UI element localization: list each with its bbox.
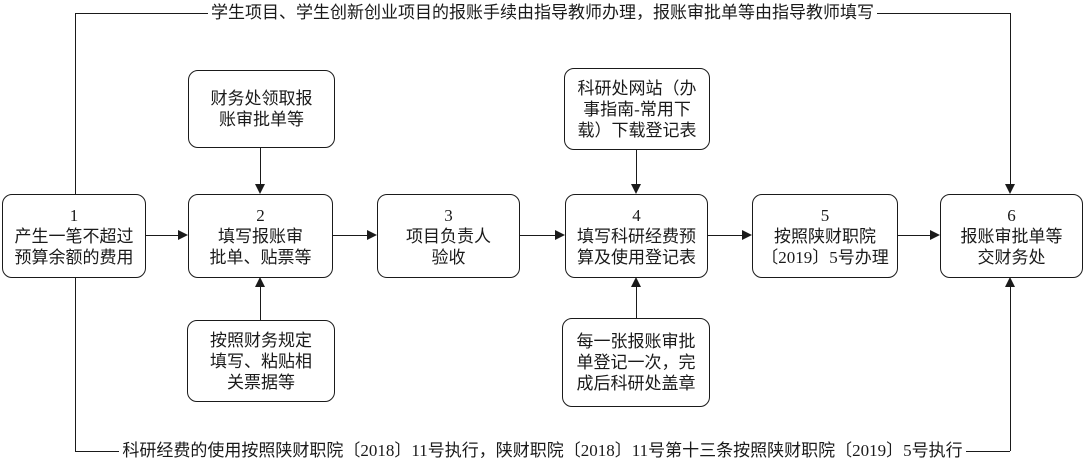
step-4-number: 4 xyxy=(632,205,641,225)
step-4-box: 4 填写科研经费预 算及使用登记表 xyxy=(565,194,708,278)
connector-step1-step2 xyxy=(146,235,178,236)
connector-above2-step2 xyxy=(260,148,261,184)
connector-step4-step5 xyxy=(708,235,742,236)
step-1-number: 1 xyxy=(69,205,79,225)
top-annotation: 学生项目、学生创新创业项目的报账手续由指导教师办理，报账审批单等由指导教师填写 xyxy=(75,3,1010,23)
step-5-box: 5 按照陕财职院 〔2019〕5号办理 xyxy=(752,194,898,278)
helper-label: 每一张报账审批 单登记一次，完 成后科研处盖章 xyxy=(576,332,696,393)
helper-box-above-step2: 财务处领取报 账审批单等 xyxy=(188,70,335,148)
step-6-number: 6 xyxy=(1007,205,1016,225)
bottom-annotation-text: 科研经费的使用按照陕财职院〔2018〕11号执行，陕财职院〔2018〕11号第十… xyxy=(119,441,966,460)
step-5-label: 按照陕财职院 〔2019〕5号办理 xyxy=(761,226,889,267)
step-6-box: 6 报账审批单等 交财务处 xyxy=(940,194,1083,278)
step-2-number: 2 xyxy=(256,205,265,225)
connector-step1-to-top-line xyxy=(75,13,76,194)
helper-box-below-step2: 按照财务规定 填写、粘贴相 关票据等 xyxy=(187,320,335,402)
helper-box-above-step4: 科研处网站（办 事指南-常用下 载）下载登记表 xyxy=(564,68,710,150)
helper-label: 财务处领取报 账审批单等 xyxy=(210,89,313,129)
step-4-label: 填写科研经费预 算及使用登记表 xyxy=(577,226,696,267)
connector-step3-step4 xyxy=(520,235,555,236)
arrowhead-above2-step2 xyxy=(255,184,265,194)
connector-top-line-to-step6 xyxy=(1010,13,1011,185)
top-annotation-text: 学生项目、学生创新创业项目的报账手续由指导教师办理，报账审批单等由指导教师填写 xyxy=(208,3,877,22)
step-3-number: 3 xyxy=(444,205,453,225)
arrowhead-step5-step6 xyxy=(930,230,940,240)
helper-label: 按照财务规定 填写、粘贴相 关票据等 xyxy=(210,330,312,392)
step-2-label: 填写报账审 批单、贴票等 xyxy=(209,226,312,267)
step-1-box: 1 产生一笔不超过 预算余额的费用 xyxy=(2,194,146,278)
arrowhead-above4-step4 xyxy=(631,184,641,194)
arrowhead-step2-step3 xyxy=(367,230,377,240)
step-3-box: 3 项目负责人 验收 xyxy=(377,194,520,278)
arrowhead-into-step6-bottom xyxy=(1005,277,1015,287)
helper-box-below-step4: 每一张报账审批 单登记一次，完 成后科研处盖章 xyxy=(562,318,710,407)
arrowhead-step4-step5 xyxy=(742,230,752,240)
step-6-label: 报账审批单等 交财务处 xyxy=(960,226,1063,267)
connector-step5-step6 xyxy=(898,235,930,236)
connector-bottom-line-to-step6 xyxy=(1010,287,1011,451)
connector-above4-step4 xyxy=(636,150,637,184)
connector-step1-to-bottom-line xyxy=(75,277,76,451)
connector-below4-step4 xyxy=(636,287,637,318)
arrowhead-below2-step2 xyxy=(255,277,265,287)
step-3-label: 项目负责人 验收 xyxy=(406,226,491,267)
step-1-label: 产生一笔不超过 预算余额的费用 xyxy=(14,226,134,267)
arrowhead-step1-step2 xyxy=(178,230,188,240)
step-5-number: 5 xyxy=(820,205,830,225)
bottom-annotation: 科研经费的使用按照陕财职院〔2018〕11号执行，陕财职院〔2018〕11号第十… xyxy=(75,441,1010,461)
arrowhead-into-step6-top xyxy=(1005,184,1015,194)
connector-below2-step2 xyxy=(260,287,261,320)
helper-label: 科研处网站（办 事指南-常用下 载）下载登记表 xyxy=(577,78,697,140)
arrowhead-below4-step4 xyxy=(631,277,641,287)
step-2-box: 2 填写报账审 批单、贴票等 xyxy=(188,194,333,278)
connector-step2-step3 xyxy=(333,235,367,236)
arrowhead-step3-step4 xyxy=(555,230,565,240)
